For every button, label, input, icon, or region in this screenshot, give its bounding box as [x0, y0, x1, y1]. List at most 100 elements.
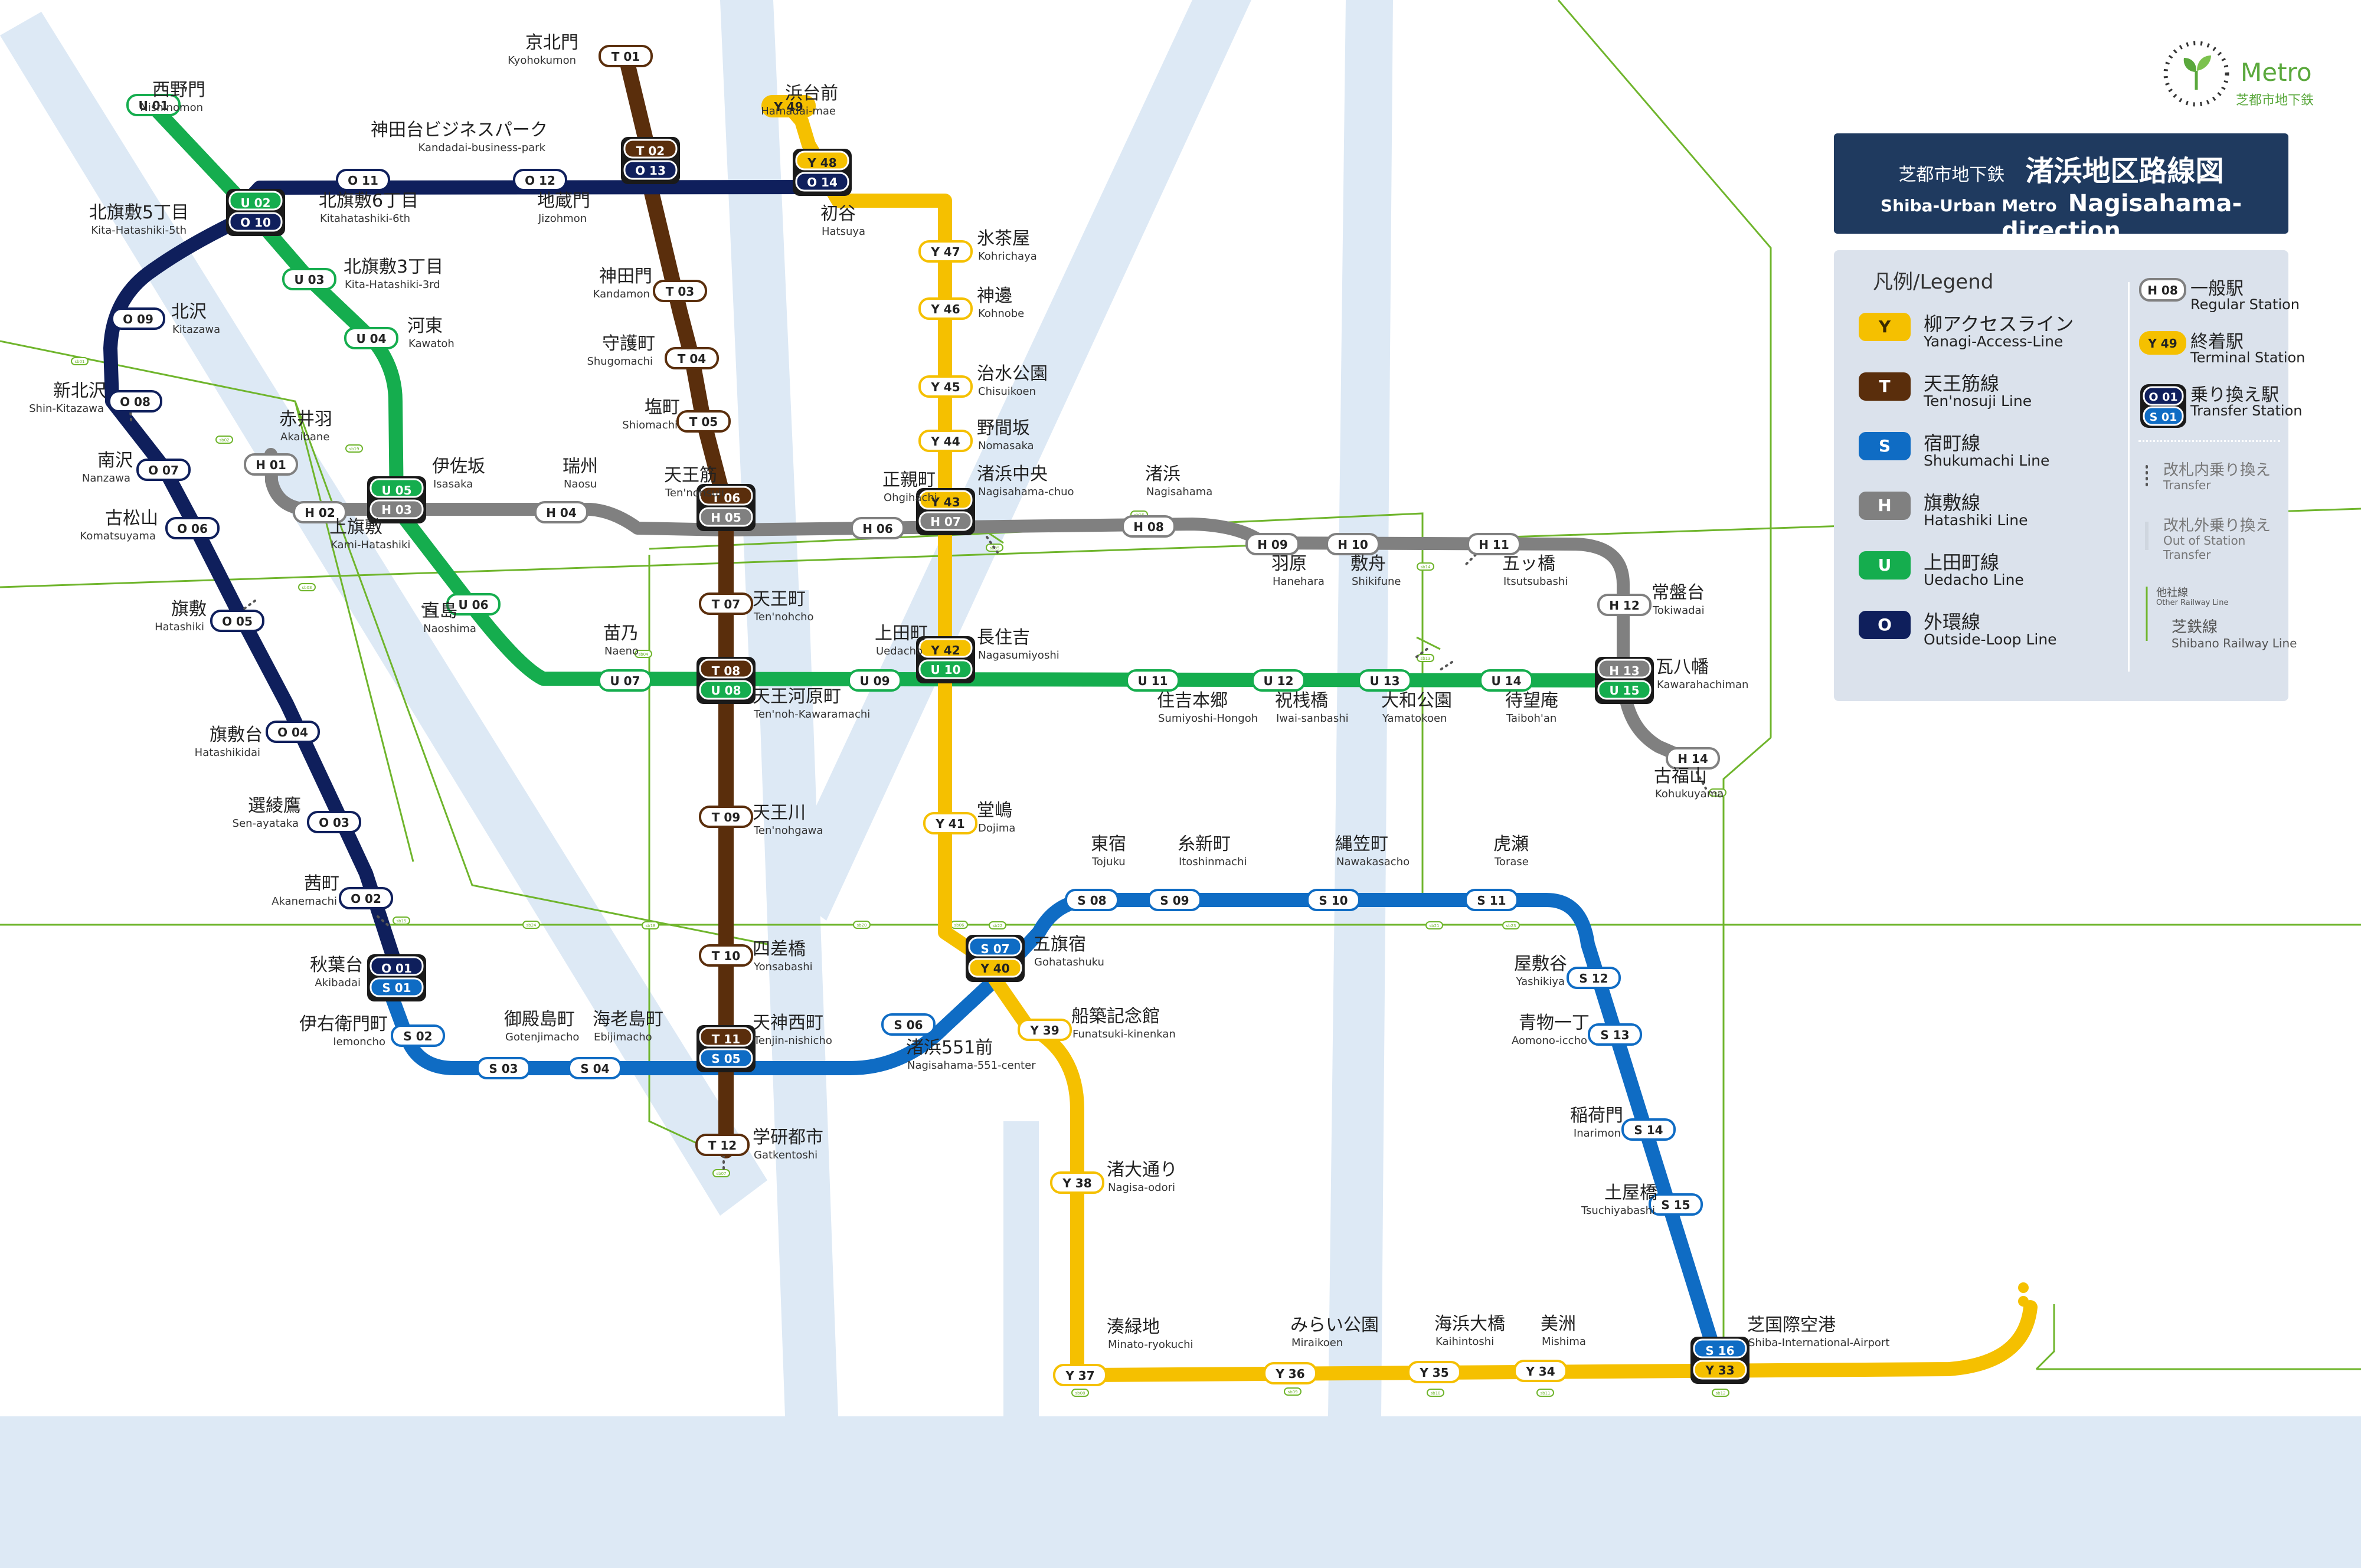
station-ten-nohcho[interactable]: T 07	[699, 592, 753, 615]
station-tsuchiyabashi[interactable]: S 15	[1649, 1193, 1703, 1216]
station-iwai-sanbashi[interactable]: U 12	[1251, 669, 1306, 692]
station-nawakasacho[interactable]: S 10	[1306, 889, 1361, 911]
station-kandamon[interactable]: T 03	[653, 280, 707, 302]
station-hatashiki[interactable]: O 05	[210, 610, 264, 632]
station-code-chip	[1567, 967, 1621, 989]
station-name-en: Yonsabashi	[753, 961, 813, 973]
station-shugomachi[interactable]: T 04	[665, 347, 719, 369]
station-code: H 13	[1609, 664, 1640, 678]
station-yashikiya[interactable]: S 12	[1567, 967, 1621, 989]
station-minato-ryokuchi[interactable]: Y 37	[1053, 1364, 1107, 1386]
station-chisuikoen[interactable]: Y 45	[918, 375, 973, 398]
station-yonsabashi[interactable]: T 10	[699, 944, 753, 967]
station-name-jp: 京北門	[525, 32, 578, 53]
station-code: U 14	[1491, 674, 1521, 688]
station-jizohmon[interactable]: O 12	[513, 169, 567, 191]
station-nagasumiyoshi[interactable]: Y 42U 10	[916, 636, 975, 683]
station-itoshinmachi[interactable]: S 09	[1147, 889, 1202, 911]
station-name-en: Shikifune	[1352, 575, 1401, 588]
station-funatsuki-kinenkan[interactable]: Y 39	[1018, 1019, 1072, 1041]
station-nagisahama[interactable]: H 08	[1121, 515, 1176, 538]
station-komatsuyama[interactable]: O 06	[165, 517, 220, 539]
station-code: H 08	[1133, 520, 1164, 534]
station-ohgihachi[interactable]: H 06	[851, 517, 905, 539]
station-tokiwadai[interactable]: H 12	[1597, 594, 1652, 616]
station-miraikoen[interactable]: Y 36	[1263, 1362, 1317, 1384]
station-hatashikidai[interactable]: O 04	[266, 721, 320, 743]
station-code-chip	[1467, 533, 1521, 555]
station-kawatoh[interactable]: U 04	[344, 327, 398, 349]
station-code-chip	[918, 297, 973, 320]
station-akanemachi[interactable]: O 02	[339, 887, 393, 909]
station-code-chip	[699, 507, 753, 527]
station-shiba-international-airport[interactable]: S 16Y 33	[1690, 1337, 1750, 1384]
station-code: T 12	[708, 1138, 737, 1153]
station-gohatashuku[interactable]: S 07Y 40	[966, 935, 1025, 982]
station-hamadai-mae[interactable]: Y 49	[761, 95, 816, 117]
station-hatsuya[interactable]: Y 48O 14	[793, 149, 852, 196]
station-code: H 02	[305, 506, 335, 520]
station-shin-kitazawa[interactable]: O 08	[108, 390, 162, 413]
station-sumiyoshi-hongoh[interactable]: U 11	[1126, 669, 1180, 692]
station-isasaka[interactable]: U 05H 03	[367, 476, 426, 523]
metro-logo: Metro 芝都市地下鉄	[2158, 35, 2335, 112]
station-code-chip	[476, 1057, 531, 1079]
station-kita-hatashiki-5th[interactable]: U 02O 10	[226, 189, 285, 236]
station-ten-nohsuji[interactable]: T 06H 05	[696, 484, 756, 531]
station-kitazawa[interactable]: O 09	[111, 307, 165, 330]
station-naoshima[interactable]: U 06	[446, 593, 501, 616]
station-inarimon[interactable]: S 14	[1621, 1118, 1676, 1141]
station-iemoncho[interactable]: S 02	[391, 1024, 445, 1047]
station-kita-hatashiki-3rd[interactable]: U 03	[282, 268, 336, 290]
station-akibadai[interactable]: O 01S 01	[367, 954, 426, 1001]
station-kohrichaya[interactable]: Y 47	[918, 240, 973, 263]
station-name-en: Gohatashuku	[1034, 956, 1104, 968]
station-nagisa-odori[interactable]: Y 38	[1050, 1171, 1104, 1194]
station-aomono-iccho[interactable]: S 13	[1588, 1023, 1642, 1046]
station-ten-nohgawa[interactable]: T 09	[699, 806, 753, 828]
station-nomasaka[interactable]: Y 44	[918, 430, 973, 452]
station-uedacho[interactable]: U 09	[848, 669, 902, 692]
station-name-en: Komatsuyama	[80, 530, 156, 542]
station-code-chip	[918, 375, 973, 398]
station-tenjin-nishicho[interactable]: T 11S 05	[696, 1025, 756, 1072]
station-torase[interactable]: S 11	[1464, 889, 1519, 911]
station-code-chip	[699, 659, 753, 679]
station-name-jp: 美洲	[1541, 1314, 1576, 1334]
station-gatkentoshi[interactable]: T 12	[695, 1134, 750, 1156]
station-gotenjimacho[interactable]: S 03	[476, 1057, 531, 1079]
station-ten-noh-kawaramachi[interactable]: T 08U 08	[696, 657, 756, 704]
station-taiboh-an[interactable]: U 14	[1479, 669, 1533, 692]
station-shikifune[interactable]: H 10	[1326, 533, 1380, 555]
station-kyohokumon[interactable]: T 01	[599, 45, 653, 67]
station-ebijimacho[interactable]: S 04	[568, 1057, 622, 1079]
station-kohnobe[interactable]: Y 46	[918, 297, 973, 320]
station-kaihintoshi[interactable]: Y 35	[1407, 1361, 1461, 1383]
railway-station-code: sb19	[349, 447, 359, 451]
station-kami-hatashiki[interactable]: H 02	[293, 501, 347, 523]
station-tojuku[interactable]: S 08	[1065, 889, 1119, 911]
station-hanehara[interactable]: H 09	[1245, 533, 1300, 555]
station-dojima[interactable]: Y 41	[923, 812, 977, 834]
station-kandadai-business-park[interactable]: T 02O 13	[621, 137, 680, 184]
station-shiomachi[interactable]: T 05	[676, 410, 731, 433]
station-code: S 02	[403, 1029, 432, 1043]
station-akaibane[interactable]: H 01	[244, 453, 298, 476]
station-kitahatashiki-6th[interactable]: O 11	[336, 169, 390, 191]
station-name-jp: 天王町	[753, 589, 806, 610]
station-naosu[interactable]: H 04	[534, 501, 588, 523]
station-code-chip	[1065, 889, 1119, 911]
station-mishima[interactable]: Y 34	[1513, 1360, 1568, 1382]
station-nanzawa[interactable]: O 07	[136, 459, 191, 481]
station-yamatokoen[interactable]: U 13	[1358, 669, 1412, 692]
station-sen-ayataka[interactable]: O 03	[307, 811, 361, 833]
station-code-chip	[1597, 659, 1652, 679]
line-name-en: Yanagi-Access-Line	[1924, 333, 2064, 350]
station-nagisahama-chuo[interactable]: Y 43H 07	[916, 488, 975, 535]
station-nishinomon[interactable]: U 01	[126, 94, 181, 116]
station-nagisahama-551-center[interactable]: S 06	[881, 1013, 936, 1036]
station-naeno[interactable]: U 07	[598, 669, 652, 692]
station-itsutsubashi[interactable]: H 11	[1467, 533, 1521, 555]
station-kawarahachiman[interactable]: H 13U 15	[1595, 657, 1654, 704]
station-kohukuyama[interactable]: H 14	[1666, 747, 1720, 770]
